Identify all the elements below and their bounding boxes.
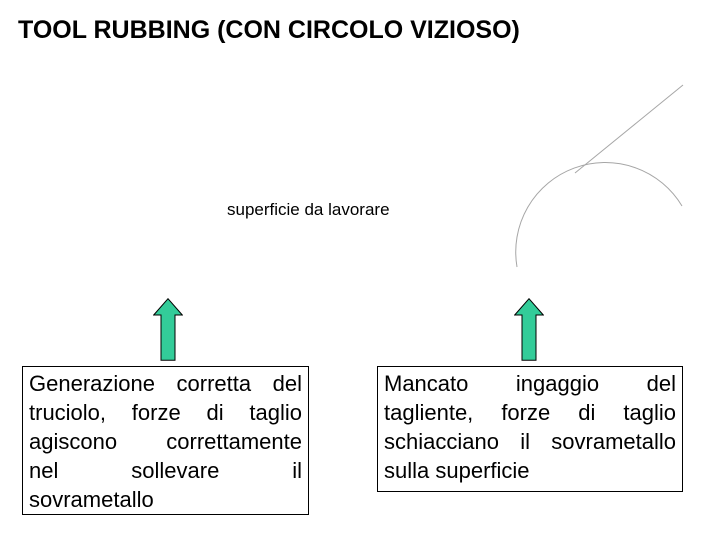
up-arrow-icon xyxy=(514,298,544,361)
scenario-box-tool-rubbing: Mancato ingaggio del tagliente, forze di… xyxy=(377,366,683,492)
workpiece-surface-curve xyxy=(515,84,684,268)
surface-arc xyxy=(515,162,683,268)
up-arrow-icon xyxy=(153,298,183,361)
tangent-line xyxy=(574,84,684,174)
slide-title: TOOL RUBBING (CON CIRCOLO VIZIOSO) xyxy=(18,16,520,44)
box-text-line: Mancato ingaggio del xyxy=(384,371,676,396)
box-text-line: sulla superficie xyxy=(384,458,530,483)
up-arrow-shape xyxy=(153,298,183,361)
box-text-line: sovrametallo xyxy=(29,487,154,512)
box-text-line: Generazione corretta del xyxy=(29,371,302,396)
box-text-line: tagliente, forze di taglio xyxy=(384,400,676,425)
box-text-line: truciolo, forze di taglio xyxy=(29,400,302,425)
scenario-box-correct-cutting: Generazione corretta del truciolo, forze… xyxy=(22,366,309,515)
up-arrow-shape xyxy=(514,298,544,361)
box-text-line: schiacciano il sovrametallo xyxy=(384,429,676,454)
box-text-line: nel sollevare il xyxy=(29,458,302,483)
box-text-line: agiscono correttamente xyxy=(29,429,302,454)
surface-label: superficie da lavorare xyxy=(227,200,390,219)
